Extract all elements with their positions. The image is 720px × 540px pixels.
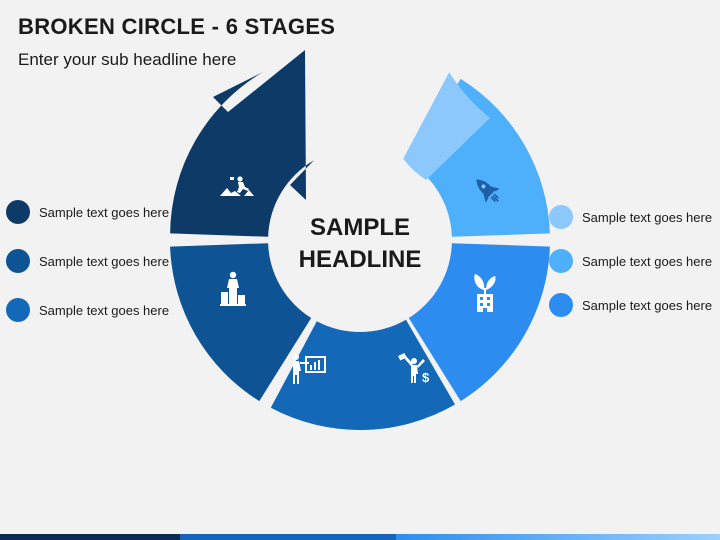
legend-text: Sample text goes here	[582, 253, 713, 269]
segment-stage-3	[270, 319, 455, 430]
left-legend-item-3: Sample text goes here	[6, 298, 169, 322]
right-legend-item-1: Sample text goes here	[549, 205, 712, 229]
right-legend-item-2: Sample text goes here	[549, 249, 712, 273]
legend-text: Sample text goes here	[39, 204, 170, 220]
legend-text: Sample text goes here	[582, 297, 713, 313]
legend-dot	[6, 249, 30, 273]
center-headline: SAMPLE HEADLINE	[285, 212, 435, 276]
climber-icon	[220, 176, 254, 196]
left-legend-item-1: Sample text goes here	[6, 200, 169, 224]
money-success-icon: $	[398, 353, 430, 385]
page-subtitle: Enter your sub headline here	[18, 50, 237, 69]
plant-building-icon	[474, 274, 496, 312]
svg-text:$: $	[422, 370, 430, 385]
rocket-icon	[476, 179, 500, 203]
right-legend-item-3: Sample text goes here	[549, 293, 712, 317]
legend-text: Sample text goes here	[39, 302, 170, 318]
segment-stage-6	[403, 72, 490, 180]
center-headline-line2: HEADLINE	[298, 246, 422, 273]
segment-stage-1	[170, 50, 314, 237]
segment-stage-2	[170, 243, 312, 402]
segment-stage-4	[408, 243, 550, 402]
legend-dot	[549, 205, 573, 229]
bottom-accent-bar	[0, 534, 720, 540]
legend-dot	[549, 293, 573, 317]
presenter-chart-icon	[293, 354, 326, 384]
center-headline-line1: SAMPLE	[309, 214, 410, 241]
podium-person-icon	[220, 271, 246, 306]
legend-text: Sample text goes here	[582, 209, 713, 225]
legend-dot	[6, 298, 30, 322]
legend-dot	[549, 249, 573, 273]
page-title: BROKEN CIRCLE - 6 STAGES	[18, 14, 336, 39]
left-legend-item-2: Sample text goes here	[6, 249, 169, 273]
legend-text: Sample text goes here	[39, 253, 170, 269]
legend-dot	[6, 200, 30, 224]
